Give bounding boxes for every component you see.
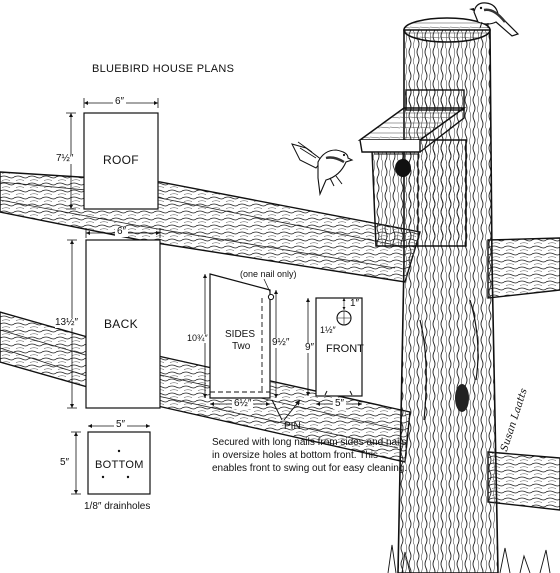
roof-height-label: 7½″ [56,153,74,164]
bottom-height-label: 5″ [60,457,70,468]
sides-label-line1: SIDES [225,329,256,340]
back-panel [85,239,161,409]
sides-panel [209,273,271,399]
sides-width-label: 6½″ [232,398,254,409]
bottom-panel [87,431,151,495]
pin-label: PIN [284,421,301,432]
bottom-width-label: 5″ [114,419,128,430]
front-height-label: 9″ [305,342,315,353]
bluebird-flying-icon [291,141,354,197]
roof-panel [83,112,159,210]
page-title: BLUEBIRD HOUSE PLANS [92,63,235,75]
bluebird-perched-icon [469,2,520,37]
drainholes-label: 1/8″ drainholes [84,501,151,512]
sides-tall-height-label: 10¾″ [187,333,208,343]
bottom-label: BOTTOM [95,459,144,471]
sides-short-height-label: 9½″ [272,337,290,348]
birdhouse-icon [357,89,467,248]
front-label: FRONT [326,343,364,355]
sides-label-line2: Two [232,341,251,352]
roof-width-label: 6″ [113,96,127,107]
back-width-label: 6″ [115,226,129,237]
front-width-label: 5″ [333,398,347,409]
front-hole-offset-label: 1″ [350,298,360,309]
back-height-label: 13½″ [55,317,79,328]
roof-label: ROOF [103,153,139,167]
back-label: BACK [104,317,138,331]
sides-nail-note: (one nail only) [240,269,297,279]
front-hole-diameter-label: 1½″ [320,325,336,335]
assembly-note: Secured with long nails from sides and n… [212,437,408,474]
